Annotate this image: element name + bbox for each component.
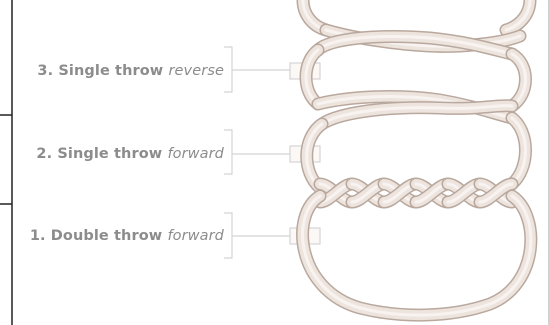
step-3-label: 3. Single throw reverse <box>37 63 224 79</box>
step-1-label: 1. Double throw forward <box>30 228 224 244</box>
step-1-mode: forward <box>167 228 224 244</box>
throw-3-strand-b <box>311 30 519 61</box>
throw-1-braid-11 <box>473 177 519 209</box>
side-right-3-2 <box>505 47 532 113</box>
rope-knot <box>296 0 538 322</box>
throw-2-strand-b <box>315 99 519 131</box>
bracket-3 <box>224 46 290 93</box>
side-right-2-1 <box>505 111 532 191</box>
step-1-text: 1. Double throw <box>29 228 163 244</box>
step-2-mode: forward <box>167 146 224 162</box>
bracket-2 <box>224 129 290 175</box>
step-2-label: 2. Single throw forward <box>36 146 224 162</box>
step-3-text: 3. Single throw <box>37 63 164 79</box>
step-2-text: 2. Single throw <box>36 146 163 162</box>
rope-top-right <box>499 0 537 37</box>
step-3-mode: reverse <box>168 63 224 79</box>
rope-bottom-loop <box>296 189 538 322</box>
bracket-1 <box>224 212 290 259</box>
